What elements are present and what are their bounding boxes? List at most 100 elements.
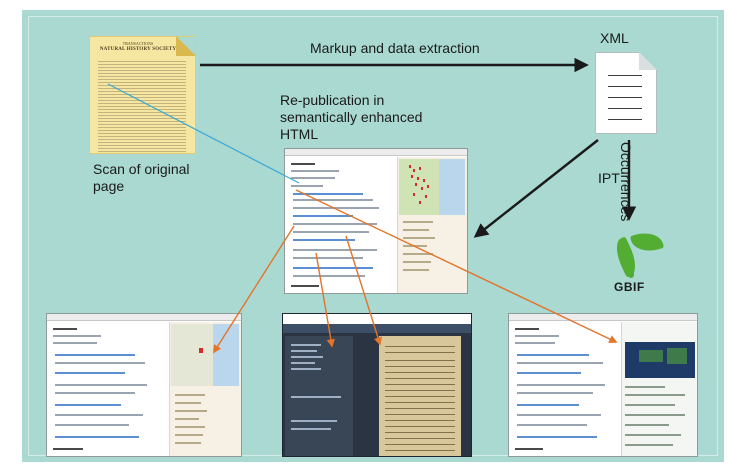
- list-item: [403, 253, 433, 255]
- text-line: [385, 450, 455, 451]
- text-line: [53, 335, 101, 337]
- text-line: [385, 414, 455, 415]
- list-item: [625, 394, 685, 396]
- list-item: [403, 229, 429, 231]
- list-item: [625, 424, 669, 426]
- text-line: [293, 199, 373, 201]
- text-line: [291, 285, 319, 287]
- occurrences-label: Occurrences: [618, 142, 634, 222]
- list-item: [175, 402, 201, 404]
- map-pin-icon: [423, 179, 425, 182]
- list-item: [291, 428, 331, 430]
- text-line: [55, 392, 135, 394]
- text-line: [385, 408, 455, 409]
- text-line: [385, 438, 455, 439]
- text-line: [293, 267, 373, 269]
- text-line: [55, 372, 125, 374]
- text-line: [385, 372, 455, 373]
- text-line: [53, 328, 77, 330]
- text-line: [515, 342, 555, 344]
- world-map-land: [639, 350, 663, 362]
- map-pin-icon: [415, 183, 417, 186]
- list-item: [291, 368, 321, 370]
- gbif-logo: GBIF: [598, 228, 674, 298]
- text-line: [517, 414, 601, 416]
- text-line: [55, 362, 145, 364]
- map-pin-icon: [421, 187, 423, 190]
- text-line: [55, 436, 139, 438]
- text-line: [291, 185, 323, 187]
- text-line: [517, 362, 603, 364]
- scan-heading-title: NATURAL HISTORY SOCIETY: [99, 47, 177, 52]
- list-item: [291, 350, 317, 352]
- map-pin-icon: [199, 348, 203, 353]
- list-item: [625, 386, 665, 388]
- map-pin-icon: [427, 185, 429, 188]
- xml-text-line: [608, 86, 642, 87]
- text-line: [293, 239, 355, 241]
- text-line: [291, 163, 315, 165]
- list-item: [175, 434, 203, 436]
- xml-label: XML: [600, 30, 629, 46]
- list-item: [291, 420, 337, 422]
- page-header-bar: [47, 314, 241, 321]
- text-line: [293, 231, 369, 233]
- list-item: [291, 396, 341, 398]
- text-line: [293, 207, 379, 209]
- map-pin-icon: [409, 165, 411, 168]
- list-item: [291, 344, 321, 346]
- link-to-bhl: [345, 235, 382, 346]
- list-item: [403, 237, 435, 239]
- world-map-land: [667, 348, 687, 364]
- xml-text-line: [608, 108, 642, 109]
- list-item: [175, 442, 201, 444]
- text-line: [385, 420, 455, 421]
- list-item: [625, 434, 681, 436]
- xml-text-line: [608, 119, 642, 120]
- text-line: [293, 275, 365, 277]
- scan-text-lines: [98, 59, 186, 153]
- text-line: [517, 392, 593, 394]
- page-header-bar: [509, 314, 697, 321]
- text-line: [291, 170, 339, 172]
- bhl-page-list: [285, 336, 353, 456]
- text-line: [293, 193, 363, 195]
- gbif-page-screenshot: [508, 313, 698, 457]
- scanned-page: TRANSACTIONS NATURAL HISTORY SOCIETY: [89, 36, 196, 154]
- text-line: [385, 402, 455, 403]
- list-item: [175, 410, 207, 412]
- text-line: [385, 346, 455, 347]
- text-line: [517, 384, 605, 386]
- link-to-bhl-nav: [315, 252, 335, 348]
- map-pin-icon: [413, 169, 415, 172]
- google-map: [171, 324, 213, 386]
- text-line: [55, 354, 135, 356]
- text-line: [293, 215, 353, 217]
- text-line: [55, 404, 121, 406]
- list-item: [625, 444, 673, 446]
- list-item: [403, 269, 429, 271]
- gbif-wordmark: GBIF: [614, 280, 645, 294]
- text-line: [293, 249, 377, 251]
- text-line: [293, 223, 377, 225]
- blue-link-line: [107, 83, 300, 184]
- ipt-label: IPT: [598, 170, 620, 186]
- map-pin-icon: [419, 201, 421, 204]
- link-to-map: [213, 225, 295, 354]
- map-pin-icon: [413, 193, 415, 196]
- text-line: [385, 378, 455, 379]
- text-line: [385, 426, 455, 427]
- text-line: [517, 372, 581, 374]
- markup-label: Markup and data extraction: [310, 40, 480, 56]
- bhl-toolbar: [283, 324, 471, 333]
- map-pin-icon: [425, 195, 427, 198]
- bhl-header: [283, 314, 471, 324]
- map-pin-icon: [411, 175, 413, 178]
- list-item: [175, 418, 199, 420]
- link-to-gbif: [295, 189, 618, 343]
- text-line: [53, 342, 97, 344]
- xml-text-line: [608, 75, 642, 76]
- xml-document-icon: [595, 52, 657, 134]
- republication-label: Re-publication in semantically enhanced …: [280, 92, 423, 142]
